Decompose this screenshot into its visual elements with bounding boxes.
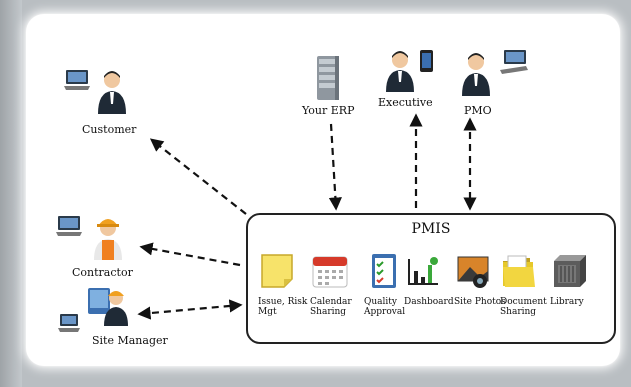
module-label: Dashboard (404, 297, 454, 307)
checklist-icon (372, 254, 396, 288)
pmis-box: PMIS Issue, Risk Mgt Calendar Sharing (246, 213, 616, 344)
pmo-icon (462, 50, 528, 96)
contractor-icon (56, 216, 122, 260)
module-label: Document Sharing (500, 297, 547, 317)
module-dashboard[interactable]: Dashboard (404, 251, 458, 307)
server-icon (317, 56, 339, 100)
arrow-customer (149, 138, 247, 215)
module-calendar[interactable]: Calendar Sharing (310, 251, 364, 317)
site-manager-label: Site Manager (92, 334, 168, 347)
folder-icon (503, 255, 535, 287)
executive-icon (386, 50, 433, 92)
pmo-label: PMO (464, 104, 492, 117)
pmis-title: PMIS (411, 221, 451, 237)
module-label: Issue, Risk Mgt (258, 297, 308, 317)
arrow-erp (328, 123, 342, 211)
module-label: Site Photos (454, 297, 506, 307)
module-issue-risk[interactable]: Issue, Risk Mgt (258, 251, 312, 317)
calendar-icon (312, 256, 348, 288)
bar-chart-icon (408, 257, 438, 285)
sticky-note-icon (261, 254, 293, 288)
module-site-photos[interactable]: Site Photos (454, 251, 508, 307)
site-manager-icon (58, 288, 128, 332)
background-strip (0, 0, 22, 387)
module-label: Library (550, 297, 584, 307)
filing-cabinet-icon (554, 255, 586, 287)
contractor-label: Contractor (72, 266, 133, 279)
module-library[interactable]: Library (550, 251, 604, 307)
module-quality-approval[interactable]: Quality Approval (364, 251, 418, 317)
arrow-site-manager (137, 299, 243, 320)
your-erp-label: Your ERP (302, 104, 355, 117)
module-label: Quality Approval (364, 297, 406, 317)
customer-icon (64, 70, 126, 114)
executive-label: Executive (378, 96, 433, 109)
arrow-contractor (139, 242, 241, 267)
module-label: Calendar Sharing (310, 297, 352, 317)
module-document-sharing[interactable]: Document Sharing (500, 251, 554, 317)
customer-label: Customer (82, 123, 137, 136)
camera-photo-icon (457, 256, 489, 288)
